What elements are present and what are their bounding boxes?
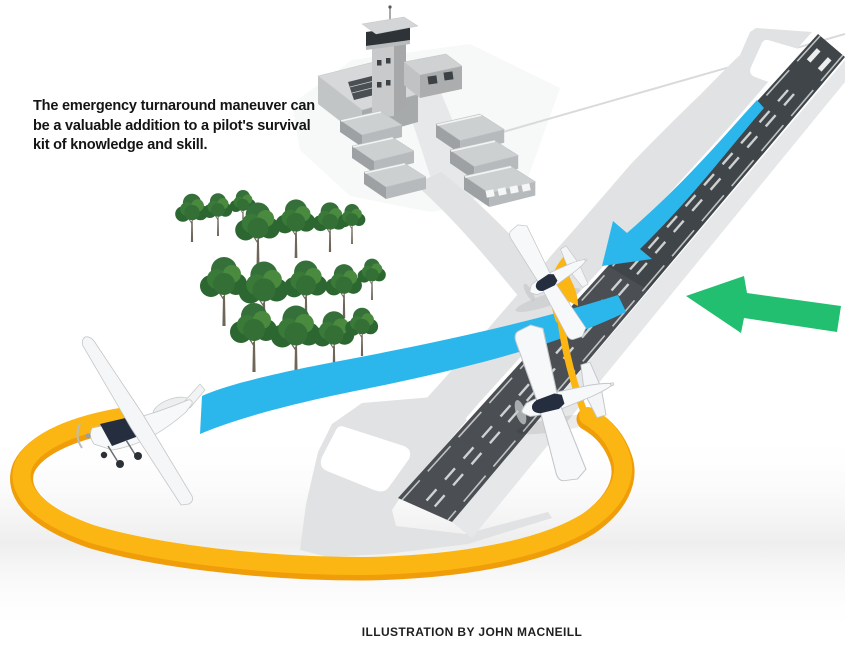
caption-line: kit of knowledge and skill. <box>33 137 208 153</box>
control-tower <box>361 5 419 118</box>
runway-centerline <box>419 89 789 509</box>
blue-flight-path <box>200 100 764 434</box>
blue-path-runway-segment <box>602 100 764 266</box>
tree <box>344 307 379 357</box>
taxiway-loop-near <box>320 426 411 492</box>
hangars <box>339 110 537 208</box>
caption: The emergency turnaround maneuver can be… <box>33 97 333 156</box>
yellow-loop <box>12 407 633 576</box>
tree <box>202 192 233 237</box>
tree <box>229 302 278 373</box>
tower-annex-building <box>403 53 463 98</box>
blue-path-turn-segment <box>200 295 626 434</box>
hangar-doors <box>485 183 531 198</box>
tree <box>174 193 209 243</box>
airplane-banking <box>76 336 206 506</box>
tree-cluster <box>174 189 387 379</box>
runway-threshold <box>806 48 832 72</box>
tree <box>357 258 387 301</box>
runway-surface <box>398 34 845 522</box>
wind-direction-arrow <box>686 276 841 333</box>
tree <box>337 203 366 245</box>
caption-line: be a valuable addition to a pilot's surv… <box>33 117 311 134</box>
tree <box>312 201 347 253</box>
caption-line: The emergency turnaround maneuver can <box>33 98 315 114</box>
runway-centerline-2 <box>429 93 795 513</box>
runway <box>398 34 845 522</box>
illustration-credit: ILLUSTRATION BY JOHN MACNEILL <box>361 625 583 639</box>
tree <box>275 198 317 259</box>
